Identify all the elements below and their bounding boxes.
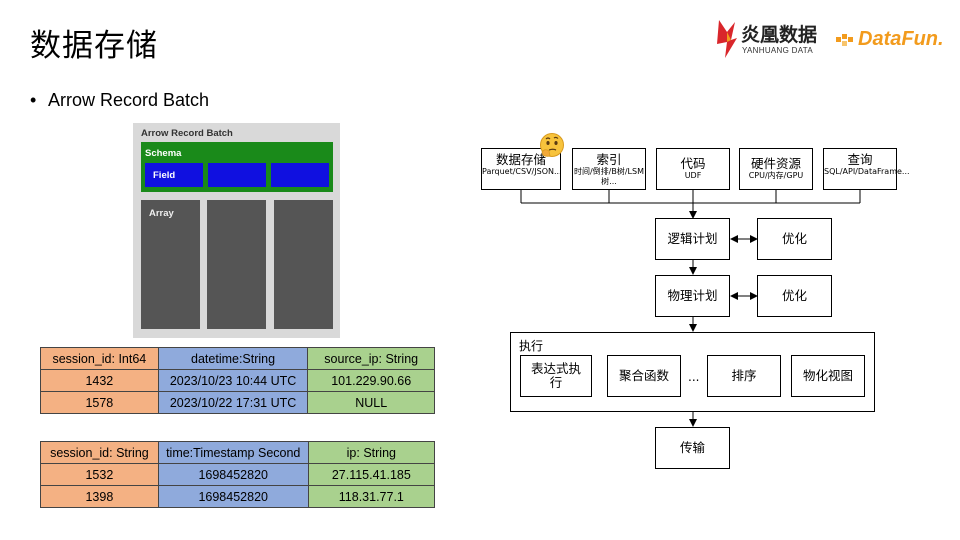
box-subtitle: 时间/倒排/B树/LSM树...	[573, 167, 644, 186]
box-subtitle: CPU/内存/GPU	[748, 171, 804, 180]
table-header-cell: ip: String	[307, 441, 436, 464]
table-header-cell: session_id: String	[40, 441, 159, 464]
datafun-logo: DataFun.	[836, 28, 951, 58]
table-cell: 118.31.77.1	[307, 485, 436, 508]
hardware-resources-box: 硬件资源 CPU/内存/GPU	[739, 148, 813, 190]
table-cell: 101.229.90.66	[307, 369, 435, 392]
datafun-logo-text: DataFun.	[858, 28, 944, 50]
table-header-row: session_id: Int64 datetime:String source…	[40, 347, 435, 370]
exec-item-label: 表达式执行	[531, 361, 582, 390]
materialized-view-box: 物化视图	[791, 355, 865, 397]
yanhuang-logo-text: 炎凰数据	[741, 24, 818, 46]
box-subtitle: SQL/API/DataFrame...	[824, 167, 910, 176]
table-record-batch-1: session_id: Int64 datetime:String source…	[40, 347, 435, 414]
array-block	[274, 200, 333, 329]
bullet-text: Arrow Record Batch	[48, 90, 210, 110]
table-row: 1532 1698452820 27.115.41.185	[40, 463, 436, 486]
arrow-batch-title: Arrow Record Batch	[141, 128, 233, 139]
table-header-cell: source_ip: String	[307, 347, 435, 370]
optimize-box-1: 优化	[757, 218, 832, 260]
table-cell: 1398	[40, 485, 159, 508]
code-box: 代码 UDF	[656, 148, 730, 190]
array-label: Array	[149, 208, 174, 219]
table-header-row: session_id: String time:Timestamp Second…	[40, 441, 436, 464]
index-box: 索引 时间/倒排/B树/LSM树...	[572, 148, 646, 190]
table-row: 1432 2023/10/23 10:44 UTC 101.229.90.66	[40, 369, 435, 392]
field-label: Field	[153, 170, 176, 181]
physical-plan-box: 物理计划	[655, 275, 730, 317]
ellipsis-text: ...	[688, 370, 700, 384]
table-cell: 1578	[40, 391, 159, 414]
yanhuang-logo-subtext: YANHUANG DATA	[742, 46, 814, 55]
arrow-record-batch-diagram: Arrow Record Batch Schema Field Array	[133, 123, 340, 338]
flame-icon	[717, 20, 737, 58]
expression-exec-box: 表达式执行	[520, 355, 592, 397]
table-row: 1578 2023/10/22 17:31 UTC NULL	[40, 391, 435, 414]
optimize-label: 优化	[781, 288, 807, 303]
execution-label: 执行	[519, 339, 544, 353]
page-title: 数据存储	[30, 28, 158, 64]
box-title: 代码	[680, 156, 706, 171]
schema-block: Schema Field	[141, 142, 333, 192]
table-cell: NULL	[307, 391, 435, 414]
box-subtitle: UDF	[684, 171, 702, 180]
box-subtitle: Parquet/CSV/JSON...	[482, 167, 562, 176]
bullet-dot: •	[30, 90, 37, 110]
datafun-mark-icon	[836, 34, 853, 46]
table-record-batch-2: session_id: String time:Timestamp Second…	[40, 441, 436, 508]
box-title: 数据存储	[495, 152, 546, 167]
exec-item-label: 排序	[731, 368, 757, 383]
logical-plan-label: 逻辑计划	[667, 231, 718, 246]
optimize-box-2: 优化	[757, 275, 832, 317]
yanhuang-logo: 炎凰数据 YANHUANG DATA	[715, 18, 825, 62]
transfer-label: 传输	[679, 440, 705, 455]
table-cell: 27.115.41.185	[307, 463, 436, 486]
field-block: Field	[145, 163, 203, 187]
aggregate-function-box: 聚合函数	[607, 355, 681, 397]
exec-item-label: 物化视图	[802, 368, 853, 383]
box-title: 索引	[596, 152, 622, 167]
table-cell: 2023/10/22 17:31 UTC	[157, 391, 309, 414]
exec-item-label: 聚合函数	[618, 368, 669, 383]
field-block	[208, 163, 266, 187]
bullet-item: • Arrow Record Batch	[30, 90, 209, 111]
box-title: 硬件资源	[750, 156, 801, 171]
array-block: Array	[141, 200, 200, 329]
table-cell: 2023/10/23 10:44 UTC	[157, 369, 309, 392]
table-cell: 1532	[40, 463, 159, 486]
transfer-box: 传输	[655, 427, 730, 469]
table-cell: 1432	[40, 369, 159, 392]
table-header-cell: session_id: Int64	[40, 347, 159, 370]
table-cell: 1698452820	[157, 485, 309, 508]
sort-box: 排序	[707, 355, 781, 397]
box-title: 查询	[847, 152, 873, 167]
schema-label: Schema	[145, 148, 182, 159]
table-row: 1398 1698452820 118.31.77.1	[40, 485, 436, 508]
field-block	[271, 163, 329, 187]
query-box: 查询 SQL/API/DataFrame...	[823, 148, 910, 190]
array-block	[207, 200, 266, 329]
table-header-cell: datetime:String	[157, 347, 309, 370]
physical-plan-label: 物理计划	[667, 288, 718, 303]
optimize-label: 优化	[781, 231, 807, 246]
thinking-face-icon	[540, 133, 564, 157]
logical-plan-box: 逻辑计划	[655, 218, 730, 260]
